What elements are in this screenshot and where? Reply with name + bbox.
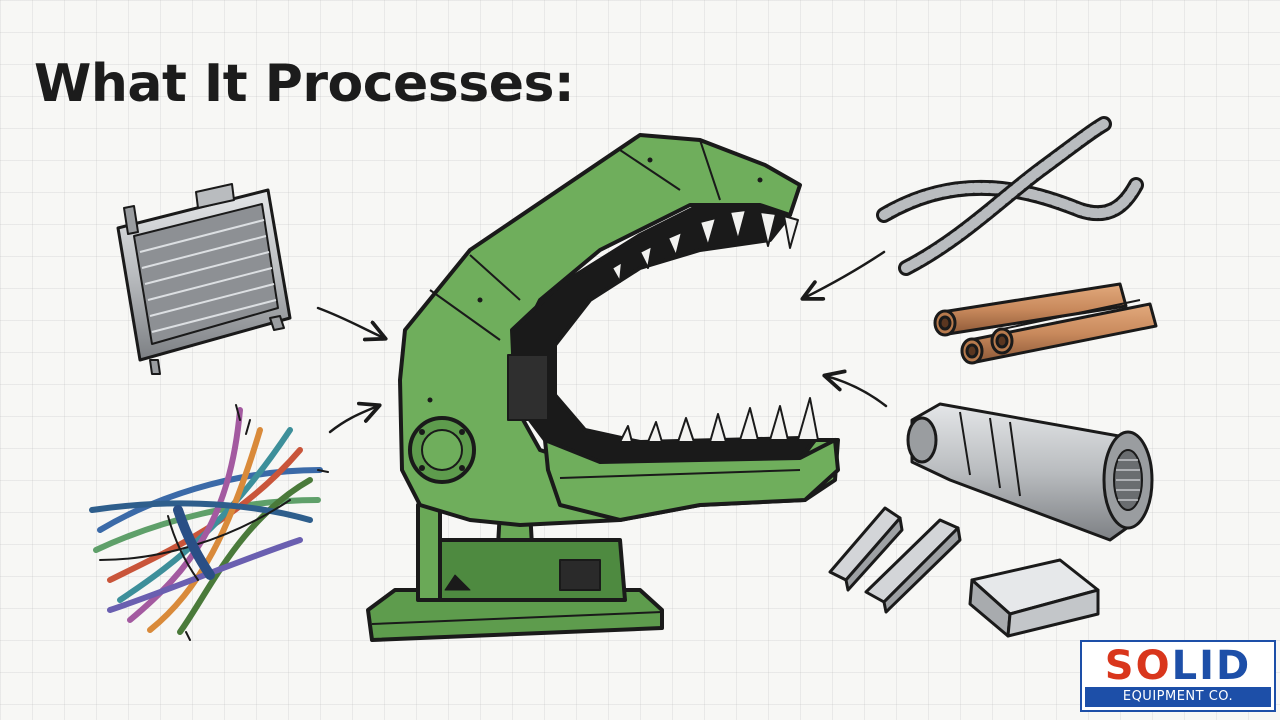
catalytic-converter bbox=[906, 402, 1154, 542]
lower-teeth bbox=[619, 397, 819, 443]
metal-bars bbox=[828, 506, 962, 614]
logo-subtitle: EQUIPMENT CO. bbox=[1085, 687, 1271, 707]
upper-teeth bbox=[611, 209, 799, 283]
radiator bbox=[116, 183, 292, 375]
input-arrows bbox=[316, 250, 888, 434]
shredder-machine bbox=[366, 133, 840, 642]
logo-wordmark: SOLID bbox=[1082, 644, 1274, 688]
cables bbox=[876, 116, 1144, 276]
copper-pipes bbox=[933, 282, 1158, 365]
logo-wordmark-text: SOLID bbox=[1104, 643, 1252, 689]
wire-bundle bbox=[89, 404, 329, 641]
slide-title: What It Processes: bbox=[34, 54, 575, 114]
metal-block bbox=[968, 558, 1100, 638]
company-logo: SOLID EQUIPMENT CO. bbox=[1080, 640, 1276, 712]
